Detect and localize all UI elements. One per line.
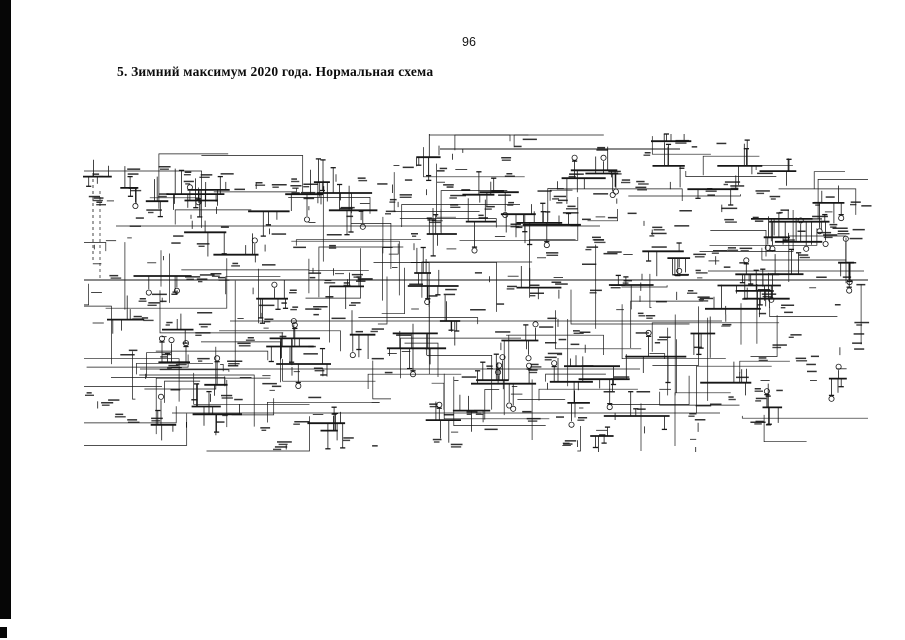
scan-binding-bar <box>0 0 11 619</box>
page-number: 96 <box>462 35 476 49</box>
section-heading: 5. Зимний максимум 2020 года. Нормальная… <box>117 64 434 79</box>
power-grid-schematic-diagram <box>83 133 872 452</box>
scan-binding-mark <box>0 627 7 638</box>
